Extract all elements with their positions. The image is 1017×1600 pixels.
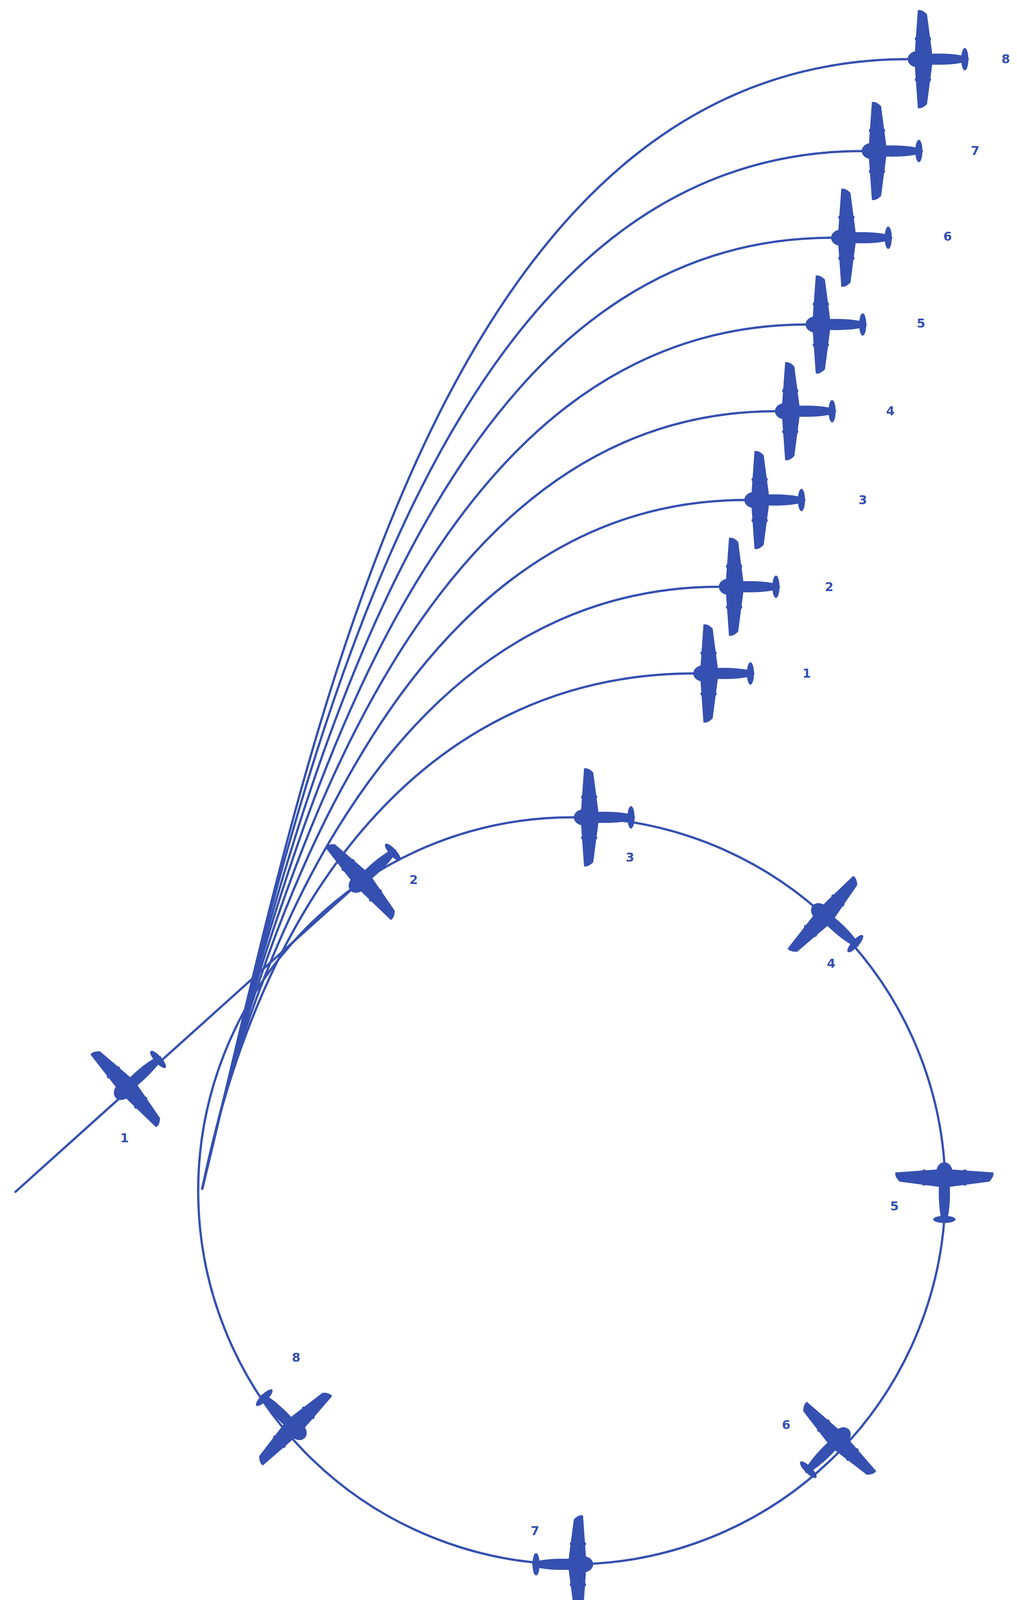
airplane: [774, 362, 837, 461]
airplane: [317, 813, 429, 928]
position-number: 6: [943, 230, 952, 243]
position-number: 4: [826, 957, 836, 971]
airplane: [805, 275, 867, 374]
position-number: 5: [916, 317, 926, 330]
airplane: [861, 102, 923, 201]
airplane: [82, 1020, 195, 1135]
position-number: 2: [409, 874, 418, 887]
curve-path: [202, 500, 746, 1190]
position-number: 7: [970, 144, 980, 158]
position-number: 8: [291, 1352, 301, 1365]
position-number: 3: [625, 851, 635, 864]
position-number: 2: [824, 581, 834, 594]
position-number: 3: [858, 494, 868, 507]
circle-path: [198, 817, 946, 1566]
straight-path: [15, 879, 363, 1193]
airplane: [830, 188, 893, 287]
airplane: [532, 1515, 594, 1600]
airplane: [573, 768, 636, 867]
airplane: [744, 450, 806, 550]
curve-path: [202, 411, 777, 1190]
airplane: [895, 1162, 994, 1224]
position-number: 7: [530, 1525, 540, 1538]
position-number: 5: [890, 1200, 899, 1213]
position-number: 8: [1001, 53, 1011, 66]
curve-path: [202, 59, 909, 1190]
position-number: 4: [885, 405, 895, 418]
airplane: [718, 537, 780, 637]
position-number: 6: [781, 1419, 791, 1432]
airplanes: [82, 10, 994, 1600]
airplane: [770, 1394, 884, 1508]
airplane: [907, 10, 969, 109]
position-number: 1: [120, 1132, 129, 1145]
curve-path: [202, 237, 833, 1190]
flight-paths: [15, 59, 946, 1565]
airplane: [779, 869, 892, 984]
airplane: [693, 624, 755, 723]
curve-path: [202, 150, 863, 1190]
position-number: 1: [802, 667, 811, 680]
airplane: [226, 1360, 340, 1474]
curve-path: [202, 324, 807, 1190]
